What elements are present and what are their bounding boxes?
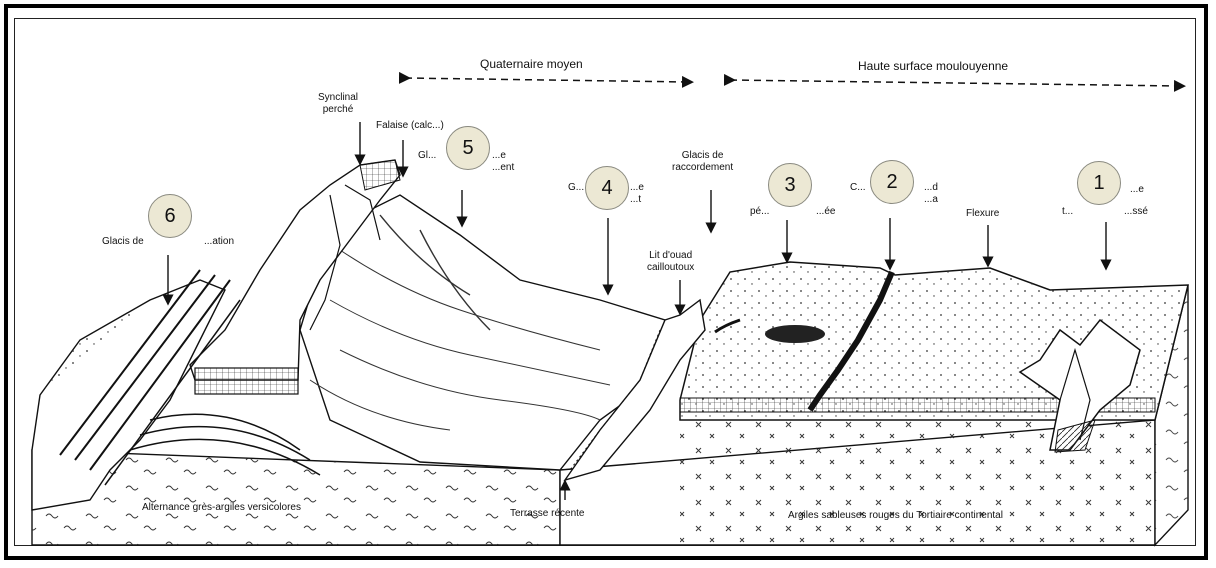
label-glacis-4-b: ...e ...t — [630, 182, 644, 205]
marker-5: 5 — [446, 126, 490, 170]
period-arrow-left — [405, 78, 688, 82]
label-1: ...e — [1130, 184, 1144, 196]
label-flexure: Flexure — [966, 208, 999, 220]
period-label-haute-surface: Haute surface moulouyenne — [858, 60, 1008, 74]
label-terrasse: Terrasse récente — [510, 508, 584, 520]
label-1-b: t... — [1062, 206, 1073, 218]
label-glacis-raccordement: Glacis de raccordement — [672, 150, 733, 173]
label-argiles: Argiles sableuses rouges du Tortiaire co… — [788, 510, 1003, 522]
period-label-quaternaire: Quaternaire moyen — [480, 58, 583, 72]
label-glacis-5: Gl... — [418, 150, 436, 162]
label-glacis-4: G... — [568, 182, 584, 194]
label-lit-oued: Lit d'ouad cailloutoux — [647, 250, 694, 273]
marker-3: 3 — [768, 163, 812, 207]
label-glacis-recouvrement-b: ...ation — [204, 236, 234, 248]
label-3: pé... — [750, 206, 769, 218]
marker-1: 1 — [1077, 161, 1121, 205]
label-3-b: ...ée — [816, 206, 835, 218]
label-2: C... — [850, 182, 866, 194]
marker-6: 6 — [148, 194, 192, 238]
label-alternance: Alternance grès-argiles versicolores — [142, 502, 301, 514]
marker-2: 2 — [870, 160, 914, 204]
label-synclinal: Synclinal perché — [318, 92, 358, 115]
label-1-c: ...ssé — [1124, 206, 1148, 218]
marker-4: 4 — [585, 166, 629, 210]
period-arrow-right — [730, 80, 1180, 86]
label-glacis-5-b: ...e ...ent — [492, 150, 514, 173]
label-glacis-recouvrement: Glacis de — [102, 236, 144, 248]
label-falaise: Falaise (calc...) — [376, 120, 444, 132]
label-2-b: ...d ...a — [924, 182, 938, 205]
glacis-valley — [300, 195, 705, 480]
